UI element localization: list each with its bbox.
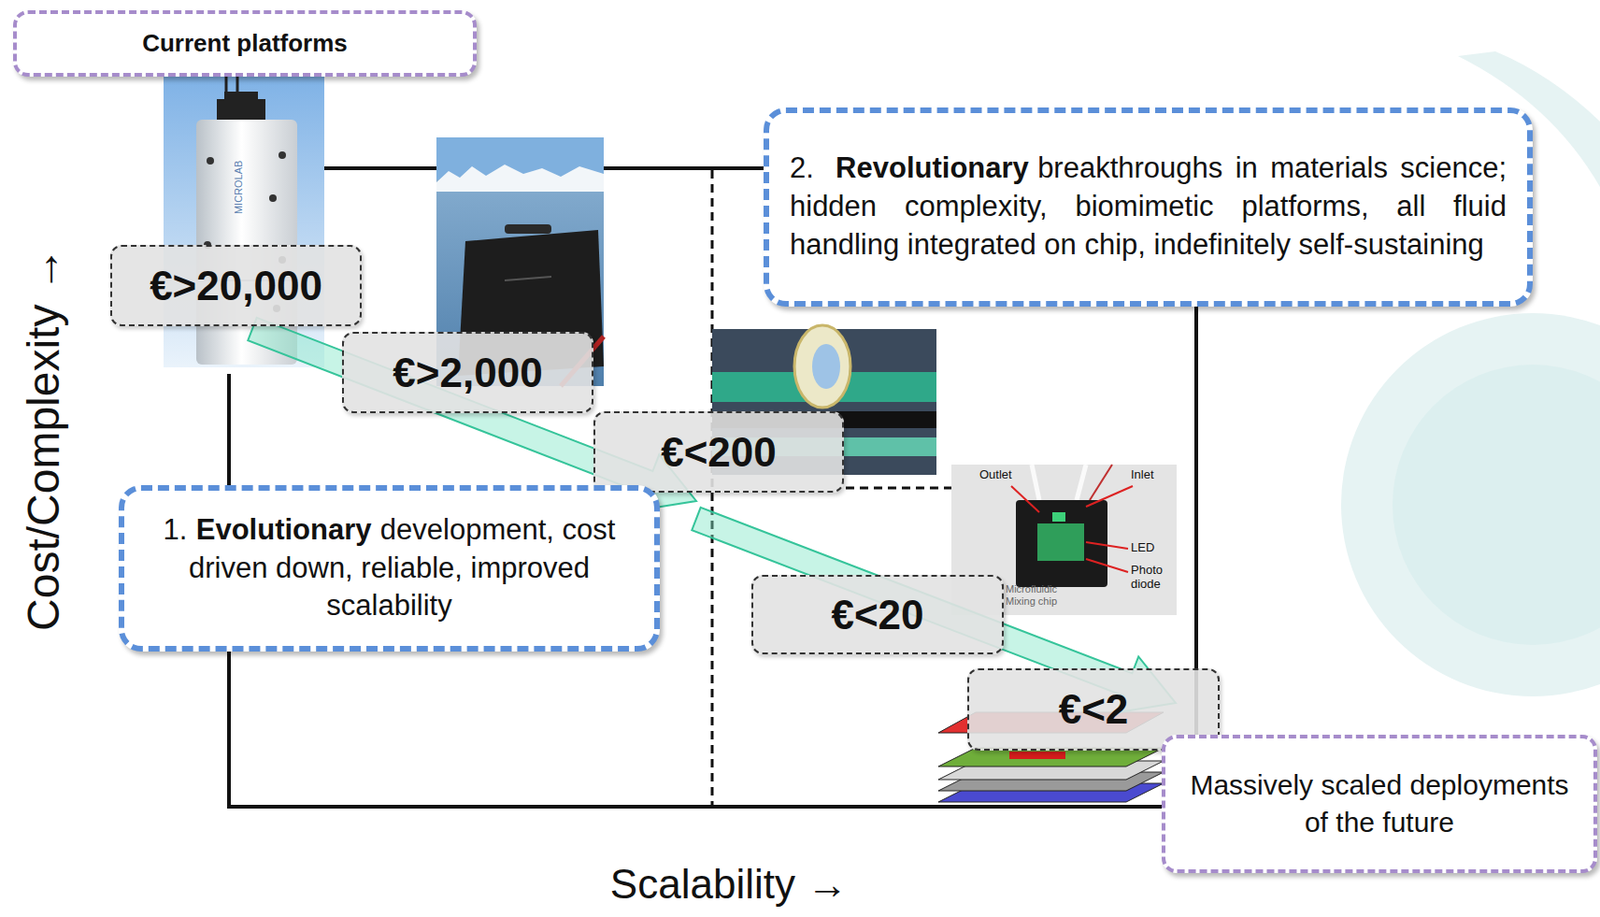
microvalve-render bbox=[794, 325, 851, 408]
layered-chip-stack bbox=[938, 747, 1164, 767]
layered-chip-stack bbox=[1009, 751, 1066, 759]
mixing-chip-photo bbox=[1052, 512, 1066, 522]
node-text: Massively scaled deployments of the futu… bbox=[1180, 766, 1579, 841]
box-text: Massively scaled deployments of the futu… bbox=[1189, 769, 1569, 838]
quadrant-divider bbox=[845, 486, 952, 490]
price-box: €>2,000 bbox=[342, 331, 594, 414]
axes bbox=[227, 804, 1166, 809]
box-text: €<20 bbox=[830, 591, 924, 638]
part-label: Outlet bbox=[979, 468, 1013, 483]
leader-line bbox=[1085, 542, 1129, 549]
microlab-photo bbox=[216, 99, 266, 122]
node-text: €>20,000 bbox=[125, 262, 347, 310]
evolutionary-box: 1.Evolutionarydevelopment, cost driven d… bbox=[118, 485, 660, 652]
bold-keyword: Evolutionary bbox=[196, 513, 372, 546]
platform-heading-box: Current platforms bbox=[13, 10, 477, 77]
box-text: 1. bbox=[163, 513, 188, 546]
leader-line bbox=[1085, 485, 1133, 507]
price-box: €<200 bbox=[593, 411, 844, 493]
mixing-chip-photo bbox=[1089, 464, 1113, 500]
future-deployment-box: Massively scaled deployments of the futu… bbox=[1161, 734, 1598, 873]
node-text: Current platforms bbox=[31, 27, 458, 59]
node-text: €<200 bbox=[608, 428, 829, 476]
bold-keyword: Revolutionary bbox=[835, 151, 1029, 185]
leader-line bbox=[1011, 485, 1040, 513]
axis-label: Scalability → bbox=[610, 860, 848, 909]
box-text: €>20,000 bbox=[149, 262, 323, 309]
leader-line bbox=[1085, 558, 1129, 572]
revolutionary-box: 2.Revolutionarybreakthroughs in material… bbox=[763, 107, 1533, 307]
background-watermark bbox=[1392, 364, 1600, 645]
price-box: €<20 bbox=[751, 574, 1004, 655]
microlab-photo bbox=[206, 157, 215, 165]
microlab-photo bbox=[278, 151, 286, 159]
field-case-photo bbox=[504, 276, 552, 281]
node-text: 2.Revolutionarybreakthroughs in material… bbox=[789, 149, 1507, 265]
axis-label: Cost/Complexity → bbox=[16, 247, 69, 632]
node-text: €<20 bbox=[766, 591, 989, 639]
mixing-chip-photo bbox=[1037, 523, 1085, 561]
box-text: 2. bbox=[789, 151, 815, 185]
device-brand: MICROLAB bbox=[233, 159, 246, 214]
background-watermark bbox=[1341, 313, 1600, 697]
leader-line bbox=[1011, 485, 1133, 572]
price-box: €>20,000 bbox=[110, 244, 362, 327]
part-label: Photo diode bbox=[1130, 563, 1178, 592]
node-text: 1.Evolutionarydevelopment, cost driven d… bbox=[152, 511, 627, 627]
field-case-photo bbox=[504, 224, 552, 234]
microvalve-render bbox=[812, 343, 841, 389]
field-case-photo bbox=[436, 164, 604, 192]
microlab-photo bbox=[269, 194, 277, 202]
box-text: €>2,000 bbox=[392, 349, 543, 396]
part-label: LED bbox=[1130, 541, 1155, 556]
box-text: Current platforms bbox=[142, 28, 348, 58]
node-text: €>2,000 bbox=[357, 349, 579, 397]
part-label: Inlet bbox=[1130, 468, 1155, 483]
node-text: €<2 bbox=[982, 685, 1205, 733]
box-text: €<200 bbox=[660, 428, 777, 475]
part-label: Microfluidic Mixing chip bbox=[1005, 583, 1085, 607]
box-text: €<2 bbox=[1058, 685, 1129, 732]
mixing-chip-photo bbox=[1031, 464, 1086, 500]
